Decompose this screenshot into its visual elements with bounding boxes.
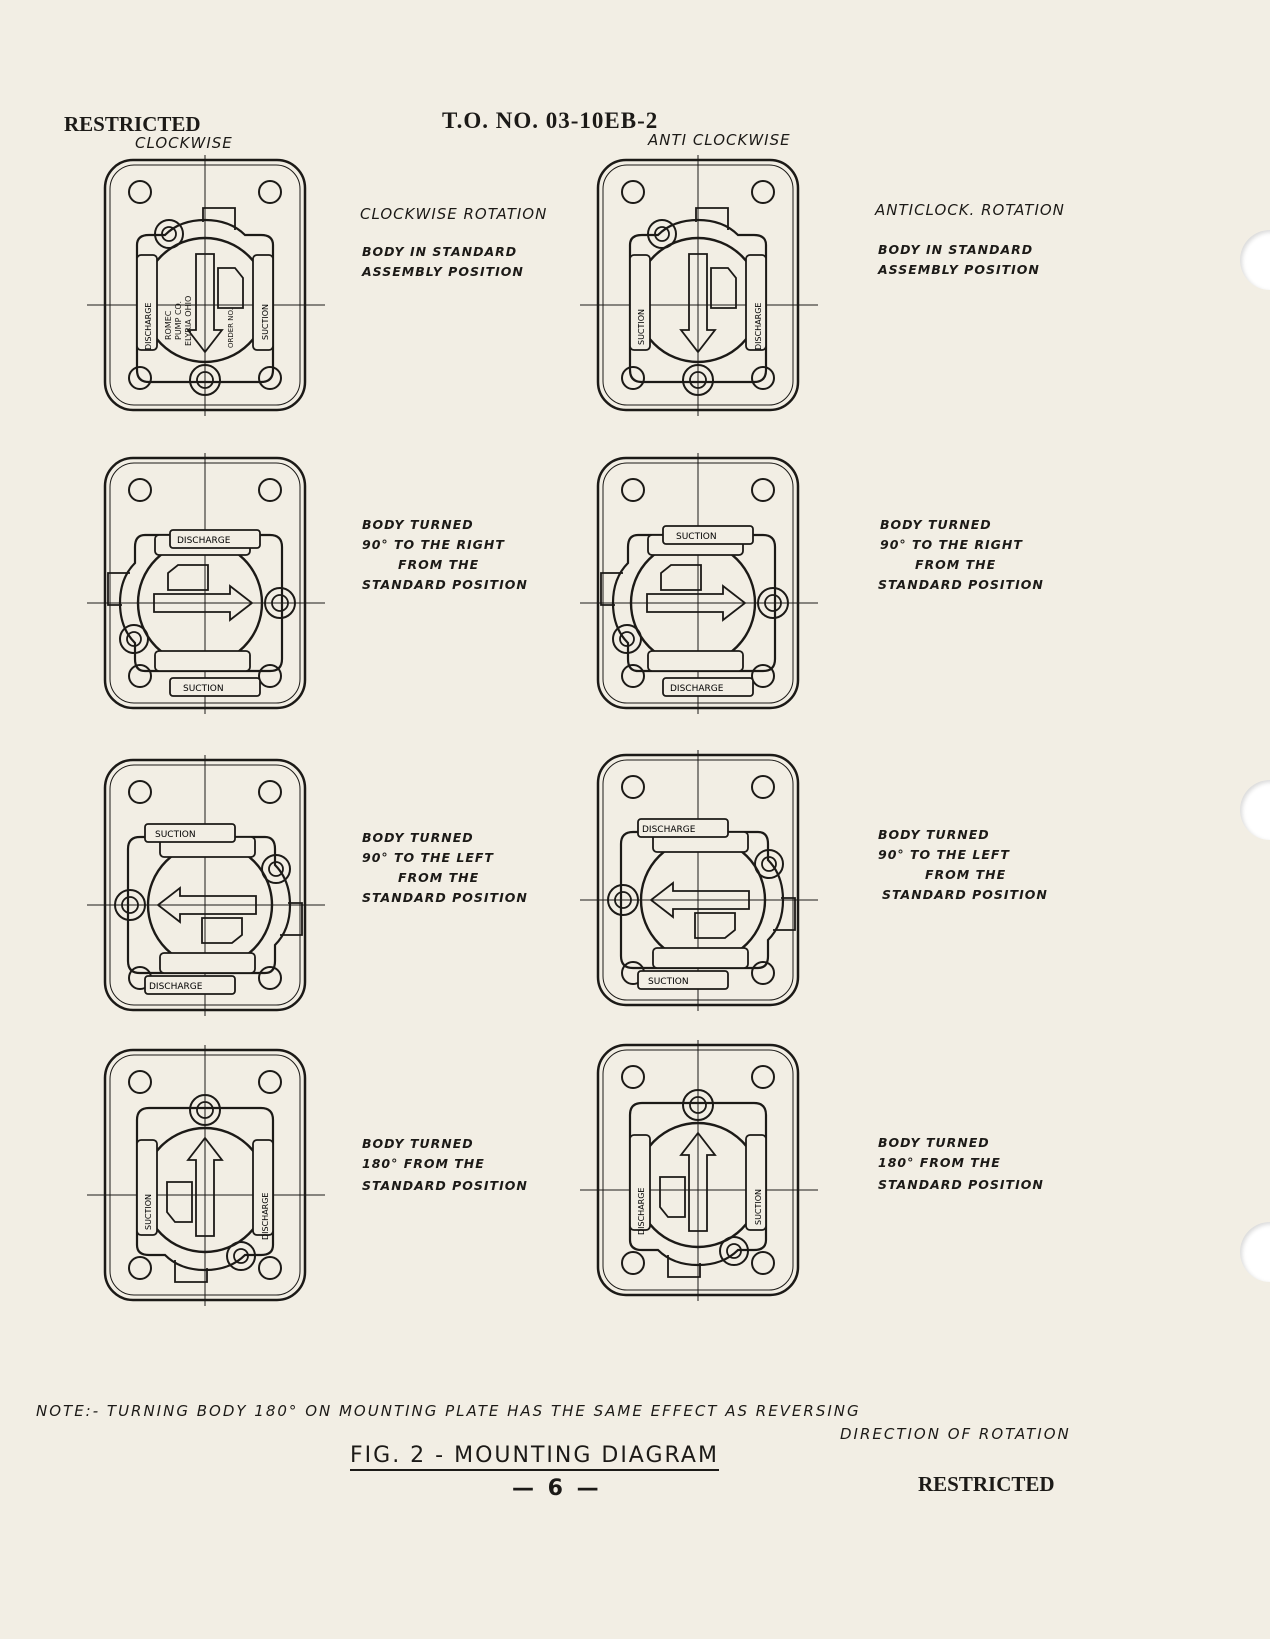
- port-label: DISCHARGE: [177, 536, 231, 546]
- cw-rotation-title: CLOCKWISE ROTATION: [360, 205, 548, 223]
- caption-line: 90° TO THE LEFT: [362, 850, 494, 865]
- figure-title: FIG. 2 - MOUNTING DIAGRAM: [350, 1443, 719, 1471]
- caption-line: BODY IN STANDARD: [362, 244, 518, 259]
- pump-diagram-cw-standard: DISCHARGE SUCTION ROMEC PUMP CO. ELYRIA …: [85, 153, 327, 418]
- caption-line: 180° FROM THE: [362, 1156, 485, 1171]
- port-label: SUCTION: [754, 1189, 763, 1225]
- plate-text: ROMEC: [164, 310, 173, 340]
- caption-line: FROM THE: [398, 870, 480, 885]
- caption-line: STANDARD POSITION: [362, 890, 528, 905]
- caption-line: STANDARD POSITION: [362, 577, 528, 592]
- binder-hole: [1240, 1222, 1270, 1282]
- pump-diagram-cw-left: SUCTION DISCHARGE: [85, 753, 327, 1018]
- caption-line: STANDARD POSITION: [878, 1177, 1044, 1192]
- port-label: SUCTION: [676, 532, 717, 542]
- pump-diagram-acw-180: DISCHARGE SUCTION: [578, 1038, 820, 1303]
- port-label: SUCTION: [144, 1194, 153, 1230]
- caption-line: BODY TURNED: [362, 517, 474, 532]
- pump-diagram-acw-left: DISCHARGE SUCTION: [578, 748, 820, 1013]
- caption-line: ASSEMBLY POSITION: [878, 262, 1040, 277]
- port-label: SUCTION: [155, 830, 196, 840]
- clockwise-column-title: CLOCKWISE: [135, 134, 233, 152]
- pump-diagram-cw-right: DISCHARGE SUCTION: [85, 451, 327, 716]
- port-label: SUCTION: [648, 977, 689, 987]
- caption-line: BODY TURNED: [362, 1136, 474, 1151]
- caption-line: FROM THE: [915, 557, 997, 572]
- port-label: SUCTION: [637, 309, 646, 345]
- plate-text: ORDER NO.: [227, 308, 235, 348]
- plate-text: PUMP CO.: [174, 301, 183, 340]
- port-label: DISCHARGE: [149, 982, 203, 992]
- caption-line: 90° TO THE RIGHT: [362, 537, 505, 552]
- restricted-header: RESTRICTED: [64, 112, 201, 136]
- note-line-1: NOTE:- TURNING BODY 180° ON MOUNTING PLA…: [36, 1402, 861, 1420]
- port-label: SUCTION: [183, 684, 224, 694]
- caption-line: BODY TURNED: [880, 517, 992, 532]
- caption-line: BODY TURNED: [878, 1135, 990, 1150]
- caption-line: BODY IN STANDARD: [878, 242, 1034, 257]
- caption-line: BODY TURNED: [878, 827, 990, 842]
- caption-line: BODY TURNED: [362, 830, 474, 845]
- caption-line: 90° TO THE LEFT: [878, 847, 1010, 862]
- acw-rotation-title: ANTICLOCK. ROTATION: [875, 201, 1065, 219]
- caption-line: STANDARD POSITION: [878, 577, 1044, 592]
- port-label: DISCHARGE: [144, 303, 153, 350]
- document-number: T.O. NO. 03-10EB-2: [442, 108, 659, 133]
- caption-line: STANDARD POSITION: [362, 1178, 528, 1193]
- port-label: DISCHARGE: [261, 1193, 270, 1240]
- plate-text: ELYRIA OHIO: [184, 296, 193, 346]
- port-label: SUCTION: [261, 304, 270, 340]
- binder-hole: [1240, 780, 1270, 840]
- restricted-footer: RESTRICTED: [918, 1472, 1055, 1496]
- port-label: DISCHARGE: [754, 303, 763, 350]
- pump-diagram-acw-standard: SUCTION DISCHARGE: [578, 153, 820, 418]
- port-label: DISCHARGE: [670, 684, 724, 694]
- port-label: DISCHARGE: [642, 825, 696, 835]
- caption-line: STANDARD POSITION: [882, 887, 1048, 902]
- binder-hole: [1240, 230, 1270, 290]
- pump-diagram-acw-right: SUCTION DISCHARGE: [578, 451, 820, 716]
- page-number: — 6 —: [512, 1476, 602, 1501]
- caption-line: ASSEMBLY POSITION: [362, 264, 524, 279]
- note-line-2: DIRECTION OF ROTATION: [840, 1425, 1071, 1443]
- caption-line: FROM THE: [398, 557, 480, 572]
- caption-line: FROM THE: [925, 867, 1007, 882]
- caption-line: 90° TO THE RIGHT: [880, 537, 1023, 552]
- pump-diagram-cw-180: SUCTION DISCHARGE: [85, 1043, 327, 1308]
- caption-line: 180° FROM THE: [878, 1155, 1001, 1170]
- port-label: DISCHARGE: [637, 1188, 646, 1235]
- anticlockwise-column-title: ANTI CLOCKWISE: [648, 131, 791, 149]
